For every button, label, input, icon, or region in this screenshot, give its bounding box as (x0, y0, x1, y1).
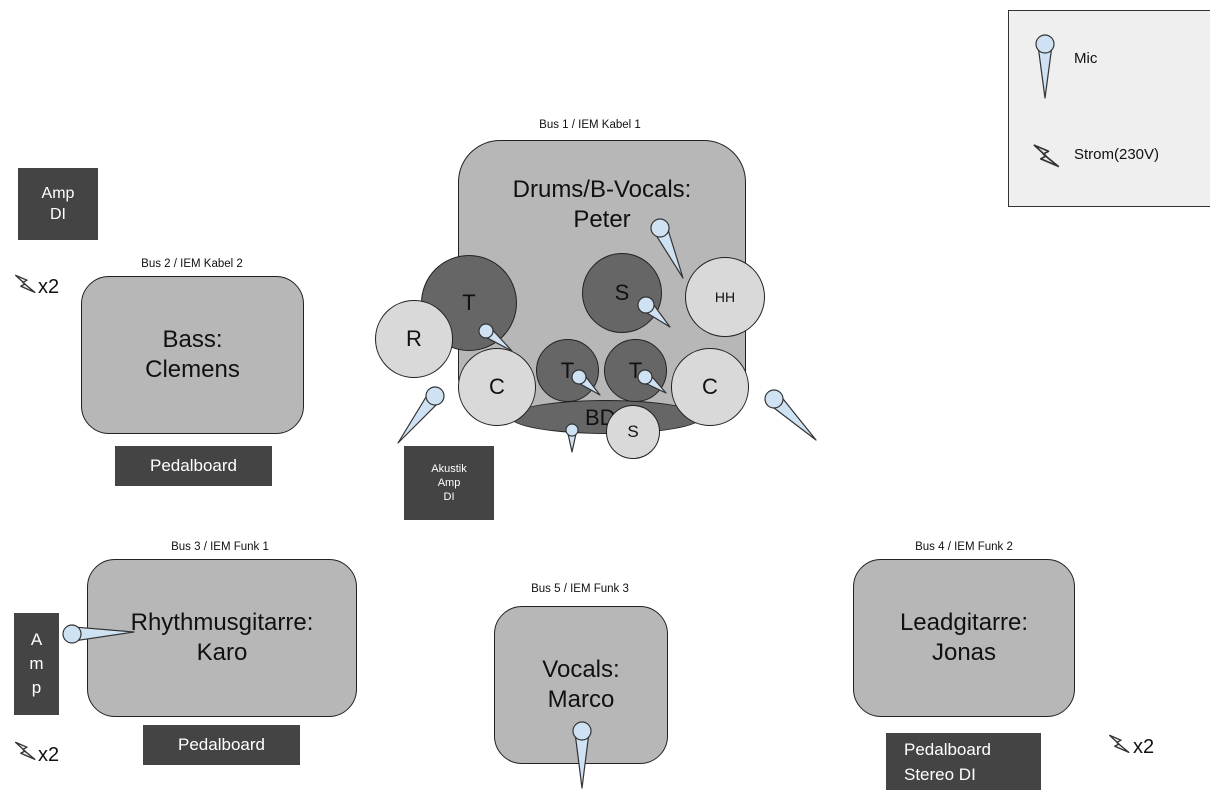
bass-title-line2: Clemens (145, 356, 240, 383)
rhythm-amp-m: m (29, 654, 44, 673)
bus-label-drums: Bus 1 / IEM Kabel 1 (539, 119, 641, 131)
bus-label-rhythm: Bus 3 / IEM Funk 1 (171, 541, 269, 553)
rhythm-pedalboard: Pedalboard (143, 725, 300, 765)
vocals-title-line2: Marco (547, 686, 615, 713)
legend (1008, 10, 1210, 207)
drums-title-line1: Drums/B-Vocals: (512, 176, 692, 203)
crash-cymbal-left: C (458, 348, 536, 426)
legend-power-label: Strom(230V) (1074, 146, 1160, 163)
crash-right-mic-icon (764, 389, 817, 441)
hihat-cymbal: HH (685, 257, 765, 337)
rhythm-amp-a: A (30, 630, 43, 649)
bass-title-line1: Bass: (162, 326, 223, 353)
rhythm-stage: Rhythmusgitarre: Karo (87, 559, 357, 717)
acoustic-line2: Amp (437, 477, 461, 489)
ride-cymbal: R (375, 300, 453, 378)
bass-amp-box: Amp DI (18, 168, 98, 240)
lead-title-line1: Leadgitarre: (899, 609, 1029, 636)
rhythm-title-line1: Rhythmusgitarre: (130, 609, 314, 636)
rhythm-title-line2: Karo (196, 639, 248, 666)
legend-mic-label: Mic (1074, 50, 1098, 67)
rhythm-amp-box: A m p (14, 613, 59, 715)
lead-title-line2: Jonas (931, 639, 997, 666)
bass-amp-line2: DI (50, 206, 66, 223)
vocals-stage: Vocals: Marco (494, 606, 668, 764)
rhythm-amp-p: p (31, 678, 42, 697)
stack-cymbal: S (606, 405, 660, 459)
lead-pedalboard-box: Pedalboard Stereo DI (886, 733, 1041, 790)
bus-label-lead: Bus 4 / IEM Funk 2 (915, 541, 1013, 553)
acoustic-line1: Akustik (431, 463, 467, 475)
vocals-title-line1: Vocals: (542, 656, 620, 683)
bass-pedalboard: Pedalboard (115, 446, 272, 486)
bass-stage: Bass: Clemens (81, 276, 304, 434)
rhythm-power-icon (14, 737, 36, 765)
lead-stage: Leadgitarre: Jonas (853, 559, 1075, 717)
acoustic-amp-box: Akustik Amp DI (404, 446, 494, 520)
bus-label-bass: Bus 2 / IEM Kabel 2 (141, 258, 243, 270)
rhythm-power-count: x2 (38, 744, 60, 766)
ride-mic-icon (397, 386, 445, 444)
lead-power-count: x2 (1133, 736, 1155, 758)
tom-middle-left: T (536, 339, 599, 402)
lead-pedal-line1: Pedalboard (904, 739, 991, 759)
crash-cymbal-right: C (671, 348, 749, 426)
bass-power-icon (14, 270, 36, 298)
acoustic-line3: DI (443, 491, 455, 503)
lead-pedal-line2: Stereo DI (904, 764, 976, 784)
snare-drum: S (582, 253, 662, 333)
drums-title-line2: Peter (573, 206, 631, 233)
lead-power-icon (1108, 730, 1130, 758)
bass-power-count: x2 (38, 276, 60, 298)
bus-label-vocals: Bus 5 / IEM Funk 3 (531, 583, 629, 595)
tom-middle-right: T (604, 339, 667, 402)
bass-amp-line1: Amp (41, 185, 75, 202)
